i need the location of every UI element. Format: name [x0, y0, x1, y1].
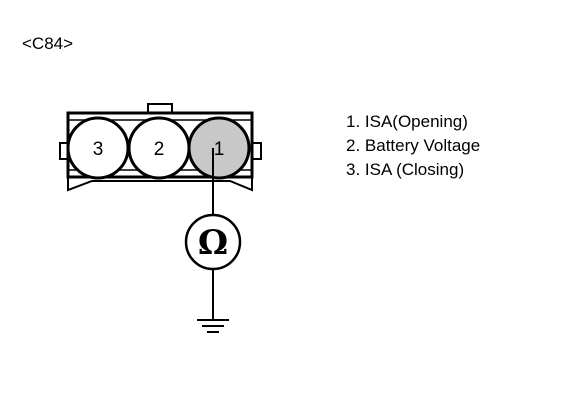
connector-pin-3: 3	[66, 116, 130, 180]
ohmmeter-icon: Ω	[184, 213, 242, 271]
connector-pin-1: 1	[187, 116, 251, 180]
connector-pin-2: 2	[127, 116, 191, 180]
legend-item: 1. ISA(Opening)	[346, 112, 468, 131]
pin-label: 2	[154, 139, 165, 160]
connector-id-label: <C84>	[22, 34, 74, 53]
connector-skirt	[67, 177, 253, 192]
legend-item: 2. Battery Voltage	[346, 136, 481, 155]
ohm-symbol: Ω	[198, 223, 228, 263]
pin-legend: 1. ISA(Opening) 2. Battery Voltage 3. IS…	[346, 110, 480, 182]
pin-label: 1	[214, 139, 225, 160]
pin-label: 3	[93, 139, 104, 160]
legend-item: 3. ISA (Closing)	[346, 160, 465, 179]
ground-icon	[197, 319, 229, 333]
